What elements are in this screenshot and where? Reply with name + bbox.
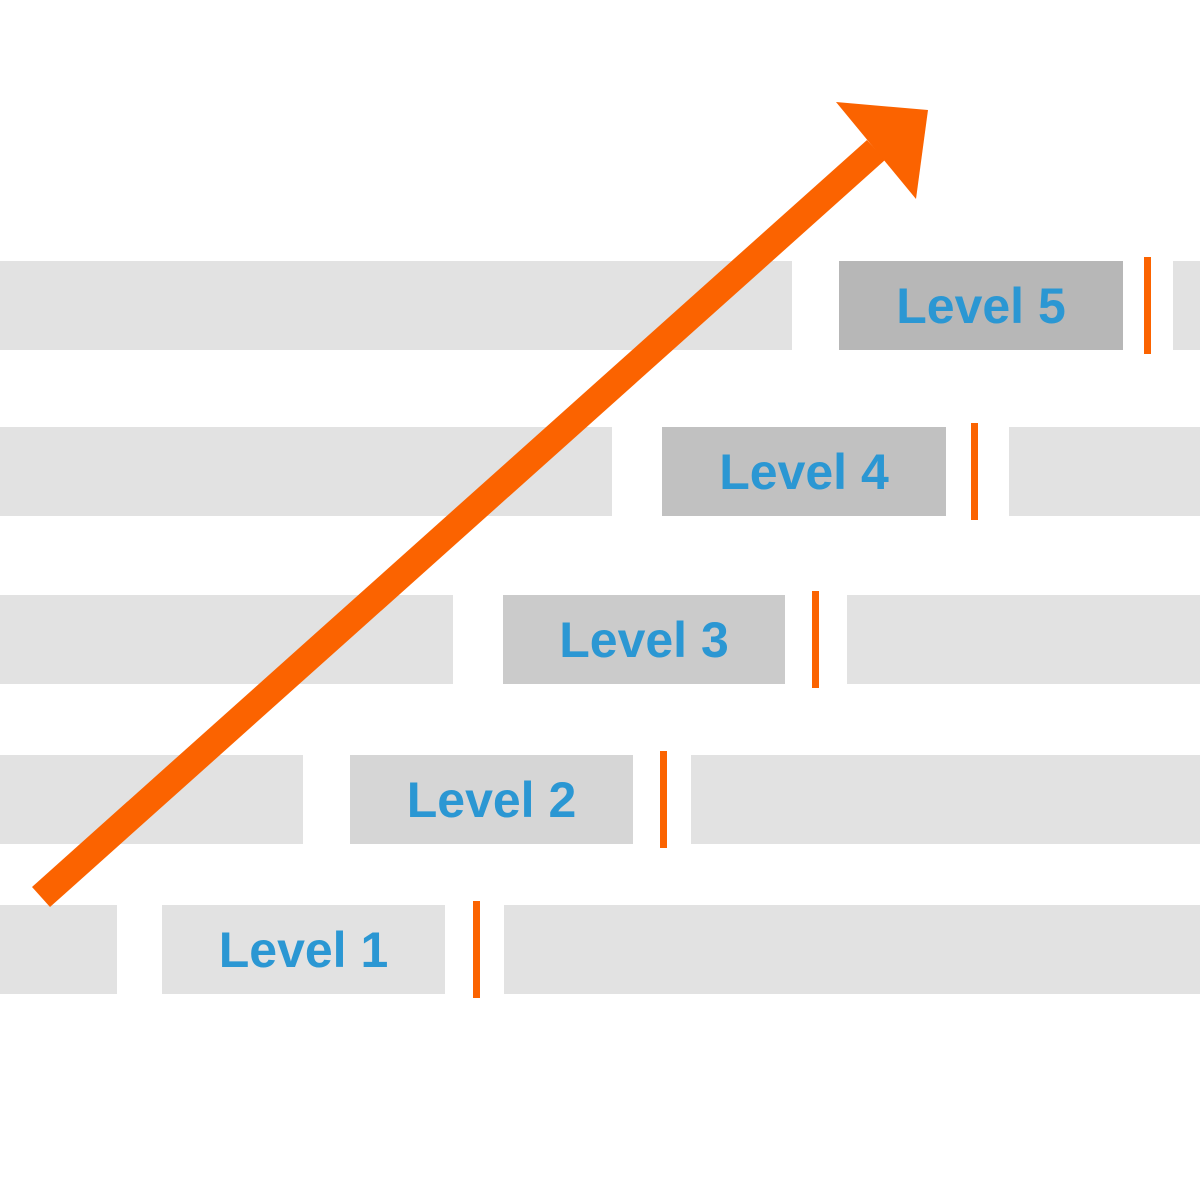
level-row-3: Level 3 [0, 591, 1200, 688]
level-3-right-bar [847, 595, 1200, 684]
level-4-right-bar [1009, 427, 1200, 516]
level-4-tick [971, 423, 978, 520]
level-1-left-bar [0, 905, 117, 994]
level-row-4: Level 4 [0, 423, 1200, 520]
level-5-label: Level 5 [896, 277, 1066, 334]
level-3-label: Level 3 [559, 611, 729, 668]
level-2-right-bar [691, 755, 1200, 844]
level-3-label-box: Level 3 [503, 595, 785, 684]
level-row-1: Level 1 [0, 901, 1200, 998]
level-row-2: Level 2 [0, 751, 1200, 848]
level-4-label-box: Level 4 [662, 427, 946, 516]
level-4-left-bar [0, 427, 612, 516]
level-5-tick [1144, 257, 1151, 354]
level-2-label: Level 2 [406, 771, 577, 828]
level-2-tick [660, 751, 667, 848]
level-5-label-box: Level 5 [839, 261, 1123, 350]
level-4-label: Level 4 [719, 443, 889, 500]
level-5-right-bar [1173, 261, 1200, 350]
level-3-tick [812, 591, 819, 688]
level-5-left-bar [0, 261, 792, 350]
level-1-label-box: Level 1 [162, 905, 445, 994]
level-3-left-bar [0, 595, 453, 684]
level-row-5: Level 5 [0, 257, 1200, 354]
level-1-right-bar [504, 905, 1200, 994]
level-1-label: Level 1 [218, 921, 389, 978]
level-2-label-box: Level 2 [350, 755, 633, 844]
level-1-tick [473, 901, 480, 998]
level-2-left-bar [0, 755, 303, 844]
